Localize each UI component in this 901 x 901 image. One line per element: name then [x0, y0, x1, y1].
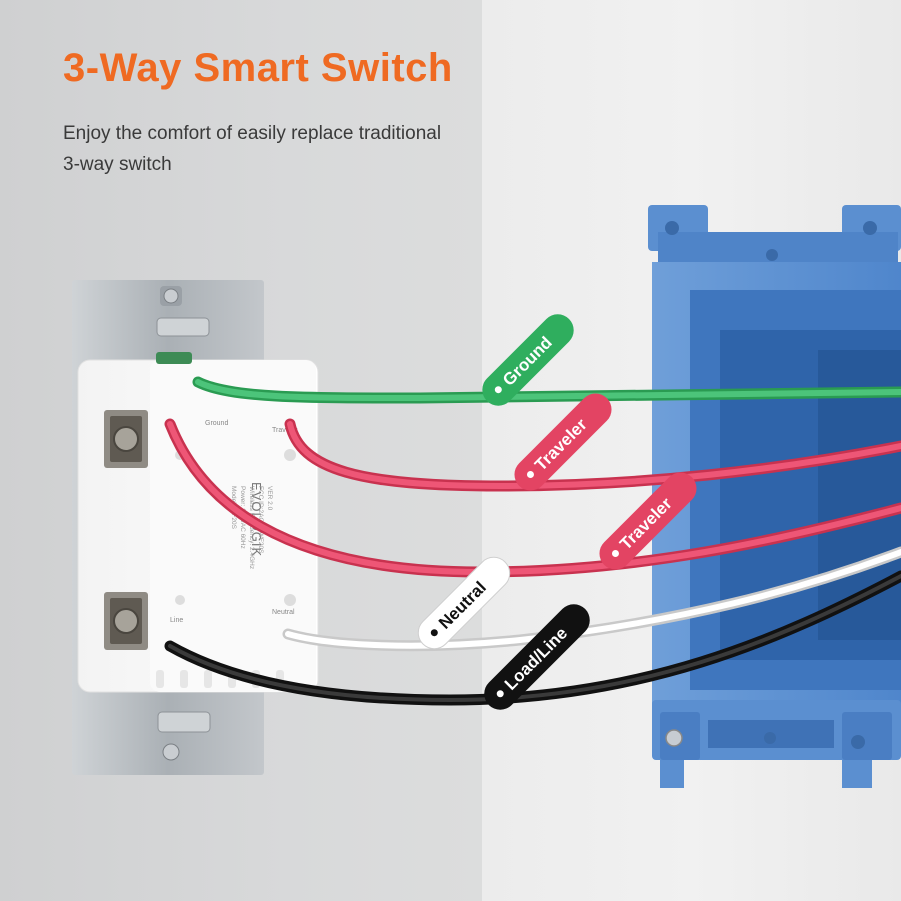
terminal-label-ground: Ground	[205, 420, 228, 427]
smart-switch-body: Ground Traveler Neutral Line EVOLOGIK Mo…	[77, 352, 319, 693]
spec-line-3: Wireless Frequency: 2.4GHz	[248, 486, 255, 569]
page-title: 3-Way Smart Switch	[63, 46, 453, 90]
terminal-label-neutral: Neutral	[272, 609, 295, 616]
subtitle-line-2: 3-way switch	[63, 154, 172, 175]
terminal-label-line: Line	[170, 617, 183, 624]
page-subtitle: Enjoy the comfort of easily replace trad…	[63, 118, 533, 180]
spec-line-5: VER 2.0	[266, 486, 273, 511]
wire-label-traveler-1: Traveler	[514, 393, 612, 491]
terminal-label-traveler: Traveler	[272, 427, 298, 434]
subtitle-line-1: Enjoy the comfort of easily replace trad…	[63, 123, 442, 144]
junction-box	[648, 205, 901, 788]
